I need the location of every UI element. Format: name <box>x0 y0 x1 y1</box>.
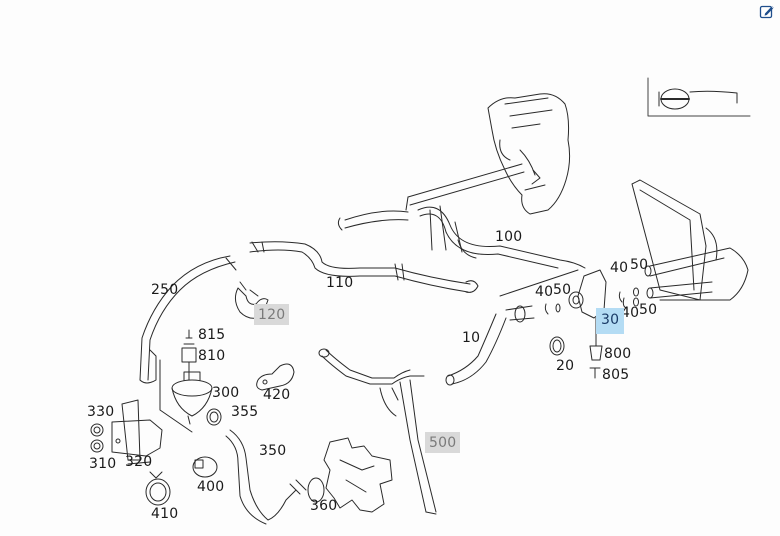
callout-815[interactable]: 815 <box>198 327 226 343</box>
callout-250[interactable]: 250 <box>151 282 179 298</box>
hose-10 <box>445 305 535 386</box>
callout-410[interactable]: 410 <box>151 506 179 522</box>
clamp-400 <box>192 456 218 478</box>
callout-355[interactable]: 355 <box>231 404 259 420</box>
callout-40-lower[interactable]: 40 <box>621 305 640 321</box>
callout-500[interactable]: 500 <box>425 432 461 453</box>
callout-50-left[interactable]: 50 <box>553 282 572 298</box>
callout-110[interactable]: 110 <box>326 275 354 291</box>
clamp-410 <box>145 471 171 506</box>
pump-300 <box>159 359 213 433</box>
callout-420[interactable]: 420 <box>263 387 291 403</box>
edit-button[interactable] <box>759 3 775 19</box>
ring-20 <box>549 336 565 356</box>
o-ring-legend-symbol <box>647 77 751 117</box>
callout-100[interactable]: 100 <box>495 229 523 245</box>
water-pump-housing <box>307 437 393 513</box>
callout-310[interactable]: 310 <box>89 456 117 472</box>
callout-30-selected[interactable]: 30 <box>596 308 625 334</box>
callout-805[interactable]: 805 <box>602 367 630 383</box>
bracket-320 <box>111 399 163 461</box>
hose-500 <box>318 348 437 515</box>
hose-350 <box>225 429 307 525</box>
hose-250 <box>139 255 237 384</box>
upper-valve-assembly <box>487 93 571 215</box>
edit-icon <box>759 5 774 19</box>
leader-line <box>127 461 151 465</box>
clip-120 <box>234 281 269 319</box>
hose-100 <box>337 163 586 269</box>
callout-330[interactable]: 330 <box>87 404 115 420</box>
callout-400[interactable]: 400 <box>197 479 225 495</box>
callout-300[interactable]: 300 <box>212 385 240 401</box>
callout-800[interactable]: 800 <box>604 346 632 362</box>
cap-800-805 <box>589 345 603 379</box>
nut-330 <box>90 423 104 437</box>
callout-40-upper[interactable]: 40 <box>610 260 629 276</box>
callout-50-lower[interactable]: 50 <box>639 302 658 318</box>
callout-20[interactable]: 20 <box>556 358 575 374</box>
callout-10[interactable]: 10 <box>462 330 481 346</box>
callout-350[interactable]: 350 <box>259 443 287 459</box>
seals-40-50 <box>544 287 639 315</box>
clamp-355 <box>206 408 222 426</box>
clamp-420 <box>256 363 295 391</box>
sensor-810-815 <box>181 329 197 381</box>
callout-810[interactable]: 810 <box>198 348 226 364</box>
heater-core <box>631 179 749 301</box>
callout-50-upper[interactable]: 50 <box>630 257 649 273</box>
callout-360[interactable]: 360 <box>310 498 338 514</box>
callout-320[interactable]: 320 <box>125 454 153 470</box>
nut-310 <box>90 439 104 453</box>
leader-line <box>499 269 579 297</box>
callout-120[interactable]: 120 <box>254 304 290 325</box>
callout-40-left[interactable]: 40 <box>535 284 554 300</box>
hose-110 <box>249 241 479 293</box>
